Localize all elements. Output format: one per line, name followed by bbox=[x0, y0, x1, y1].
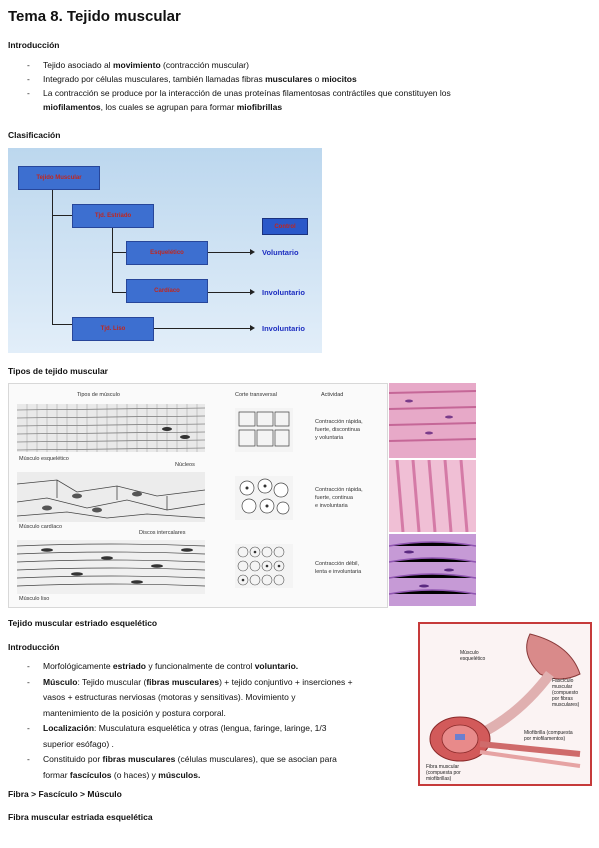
cardiac-label: Músculo cardíaco bbox=[19, 524, 63, 530]
smooth-label: Músculo liso bbox=[19, 596, 50, 602]
col-types-header: Tipos de músculo bbox=[77, 392, 120, 398]
list-item-text: superior esófago) . bbox=[43, 738, 114, 749]
skeletal-label: Músculo esquelético bbox=[19, 456, 69, 462]
label-involuntary: Involuntario bbox=[262, 288, 305, 297]
label-voluntary: Voluntario bbox=[262, 248, 299, 257]
smooth-muscle-drawing bbox=[17, 540, 205, 594]
classification-diagram: Tejido Muscular Tjd. Estriado Esquelétic… bbox=[8, 148, 322, 353]
arrowhead bbox=[250, 325, 255, 331]
arrowhead bbox=[250, 289, 255, 295]
cardiac-muscle-drawing bbox=[17, 472, 205, 522]
list-item-text: Localización: Musculatura esquelética y … bbox=[43, 723, 327, 733]
skeletal-muscle-drawing bbox=[17, 404, 205, 452]
bullet-dash: - bbox=[27, 676, 30, 687]
hierarchy-line: Fibra > Fascículo > Músculo bbox=[8, 789, 122, 799]
list-item-text: Constituido por fibras musculares (célul… bbox=[43, 754, 337, 764]
classification-heading: Clasificación bbox=[8, 130, 61, 140]
activity-smooth: Contracción débil,lenta e involuntaria bbox=[315, 561, 362, 575]
bullet-dash: - bbox=[27, 723, 30, 733]
col-section-header: Corte transversal bbox=[235, 392, 277, 398]
types-heading: Tipos de tejido muscular bbox=[8, 366, 108, 376]
list-item-text: miofilamentos, los cuales se agrupan par… bbox=[43, 102, 283, 112]
label-involuntary: Involuntario bbox=[262, 324, 305, 333]
list-item-text: Tejido asociado al movimiento (contracci… bbox=[43, 60, 249, 70]
connector-line bbox=[52, 188, 53, 325]
list-item-text: Integrado por células musculares, tambié… bbox=[43, 74, 357, 84]
bullet-dash: - bbox=[27, 754, 30, 764]
node-smooth: Tjd. Liso bbox=[72, 317, 154, 341]
list-item-text: La contracción se produce por la interac… bbox=[43, 88, 451, 98]
page-title: Tema 8. Tejido muscular bbox=[8, 8, 181, 25]
control-header: Control bbox=[262, 218, 308, 235]
list-item-text: mantenimiento de la posición y postura c… bbox=[43, 707, 226, 718]
connector-line bbox=[112, 228, 113, 293]
histology-smooth-image bbox=[389, 534, 476, 606]
skeletal-cross-section bbox=[235, 408, 293, 452]
node-muscle-tissue: Tejido Muscular bbox=[18, 166, 100, 190]
node-striated: Tjd. Estriado bbox=[72, 204, 154, 228]
muscle-types-figure: Tipos de músculo Corte transversal Activ… bbox=[8, 383, 388, 608]
arrow bbox=[154, 328, 252, 329]
bullet-dash: - bbox=[27, 74, 30, 84]
connector-line bbox=[52, 215, 72, 216]
connector-line bbox=[112, 252, 126, 253]
list-item-text: Músculo: Tejido muscular (fibras muscula… bbox=[43, 676, 353, 687]
cardiac-cross-section bbox=[235, 476, 293, 520]
smooth-cross-section bbox=[235, 544, 293, 588]
discs-label: Discos intercalares bbox=[139, 530, 186, 536]
arrowhead bbox=[250, 249, 255, 255]
intro-heading: Introducción bbox=[8, 40, 60, 50]
list-item-text: Morfológicamente estriado y funcionalmen… bbox=[43, 661, 299, 671]
skeletal-intro-heading: Introducción bbox=[8, 642, 60, 652]
connector-line bbox=[112, 292, 126, 293]
list-item-text: vasos + estructuras nerviosas (motoras y… bbox=[43, 692, 296, 702]
histology-skeletal-image bbox=[389, 383, 476, 458]
skeletal-heading: Tejido muscular estriado esquelético bbox=[8, 618, 158, 628]
bullet-dash: - bbox=[27, 60, 30, 70]
node-cardiac: Cardíaco bbox=[126, 279, 208, 303]
col-activity-header: Actividad bbox=[321, 392, 344, 398]
list-item-text: formar fascículos (o haces) y músculos. bbox=[43, 769, 201, 780]
node-skeletal: Esquelético bbox=[126, 241, 208, 265]
muscle-anatomy-drawing bbox=[429, 633, 581, 768]
fiber-heading: Fibra muscular estriada esquelética bbox=[8, 812, 153, 822]
connector-line bbox=[52, 324, 72, 325]
histology-cardiac-image bbox=[389, 460, 476, 532]
nuclei-label: Núcleos bbox=[175, 462, 195, 468]
arrow bbox=[206, 252, 252, 253]
arrow bbox=[206, 292, 252, 293]
bullet-dash: - bbox=[27, 661, 30, 671]
bullet-dash: - bbox=[27, 88, 30, 98]
